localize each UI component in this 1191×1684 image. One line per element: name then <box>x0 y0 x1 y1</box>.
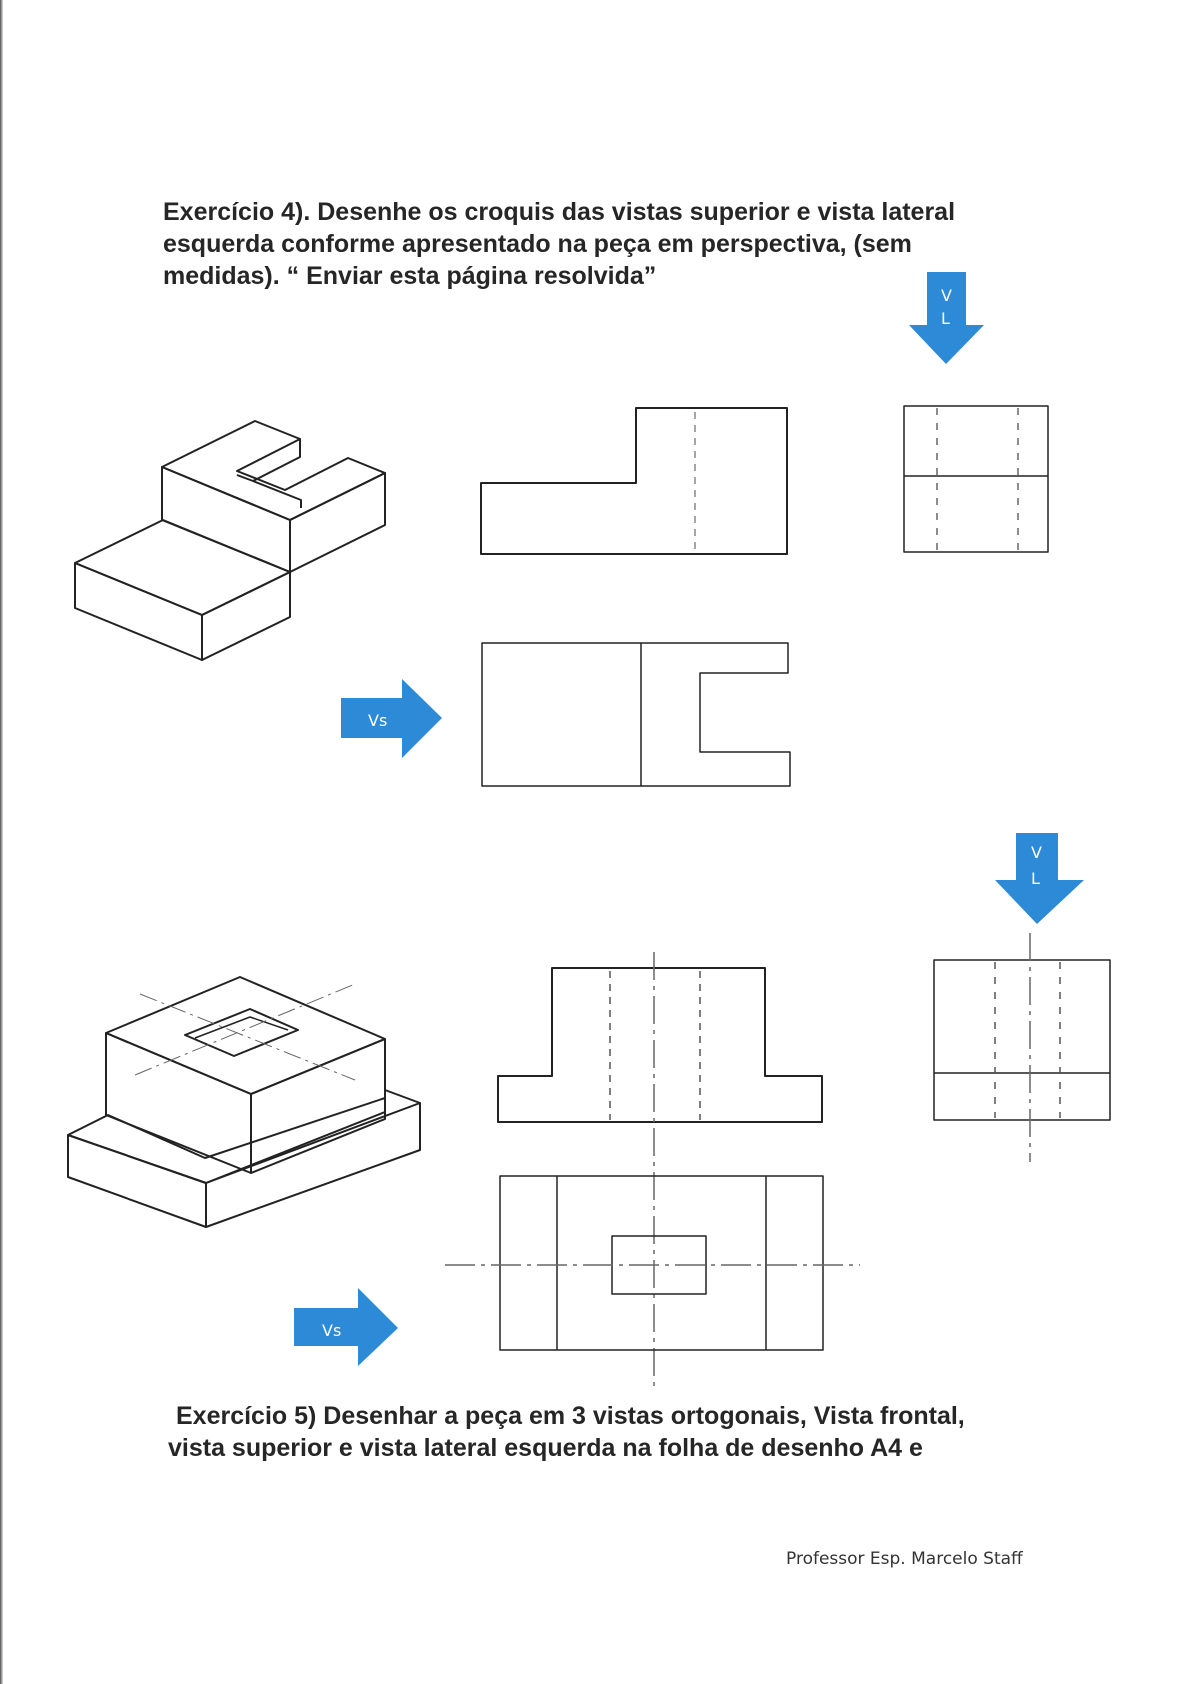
top-view-1-outline <box>481 642 791 787</box>
exercise-5-line-1: Exercício 5) Desenhar a peça em 3 vistas… <box>176 1402 965 1430</box>
base-top-face <box>74 519 291 616</box>
superior-arrow-1-shape <box>341 679 442 758</box>
lateral-view-1 <box>903 405 1049 553</box>
front-view-2-outline <box>497 967 823 1123</box>
lateral-view-1-outline <box>903 405 1049 553</box>
scan-edge <box>0 0 3 1684</box>
base2-right-step <box>384 1089 421 1104</box>
exercise-5-statement: Exercício 5) Desenhar a peça em 3 vistas… <box>168 1400 1076 1464</box>
superior-arrow-2-shape <box>294 1288 398 1366</box>
base2-top-face <box>67 1097 386 1184</box>
lateral-view-2-outline <box>933 959 1111 1121</box>
lateral-arrow-1-shape <box>909 272 984 364</box>
exercise-5-line-2: vista superior e vista lateral esquerda … <box>168 1434 923 1462</box>
superior-view-arrow-2: Vs <box>294 1288 398 1366</box>
slot-inner-edges <box>236 439 301 482</box>
top-view-2 <box>445 1175 860 1351</box>
upper-right-face <box>289 472 386 573</box>
superior-view-arrow-1: Vs <box>341 679 442 758</box>
square-hole-inner <box>194 1016 289 1039</box>
square-hole <box>184 1008 299 1057</box>
isometric-piece-1 <box>74 420 386 661</box>
base-right-face <box>201 571 291 661</box>
lateral-view-arrow-2: V L <box>995 833 1084 924</box>
block2-right-face <box>250 1038 386 1174</box>
top-view-1 <box>481 642 791 787</box>
exercise-4-line-3: medidas). “ Enviar esta página resolvida… <box>163 262 657 290</box>
top-view-2-outline <box>499 1175 824 1351</box>
superior-arrow-2-label: Vs <box>322 1321 341 1340</box>
base2-right-face <box>205 1102 421 1228</box>
slot-floor-edge <box>252 480 302 508</box>
front-view-2 <box>497 952 823 1388</box>
iso-center-line-b <box>134 983 356 1076</box>
lateral-arrow-2-v: V <box>1031 843 1042 862</box>
lateral-arrow-1-l: L <box>941 309 950 328</box>
lateral-arrow-1-v: V <box>941 286 952 305</box>
lateral-arrow-2-l: L <box>1031 869 1040 888</box>
exercise-4-line-2: esquerda conforme apresentado na peça em… <box>163 230 912 258</box>
front-view-1 <box>480 407 788 555</box>
upper-front-face <box>161 466 291 573</box>
superior-arrow-1-label: Vs <box>368 711 387 730</box>
exercise-4-statement: Exercício 4). Desenhe os croquis das vis… <box>163 196 1043 292</box>
lateral-arrow-2-shape <box>995 833 1084 924</box>
front-view-1-outline <box>480 407 788 555</box>
block2-top-face <box>105 976 386 1095</box>
isometric-piece-2 <box>67 976 421 1228</box>
lateral-view-arrow-1: V L <box>909 272 984 364</box>
lateral-view-2 <box>933 933 1111 1162</box>
iso-center-line-a <box>139 993 356 1081</box>
exercise-4-line-1: Exercício 4). Desenhe os croquis das vis… <box>163 198 956 226</box>
base-front-face <box>74 562 203 661</box>
footer-author: Professor Esp. Marcelo Staff <box>786 1549 1023 1569</box>
